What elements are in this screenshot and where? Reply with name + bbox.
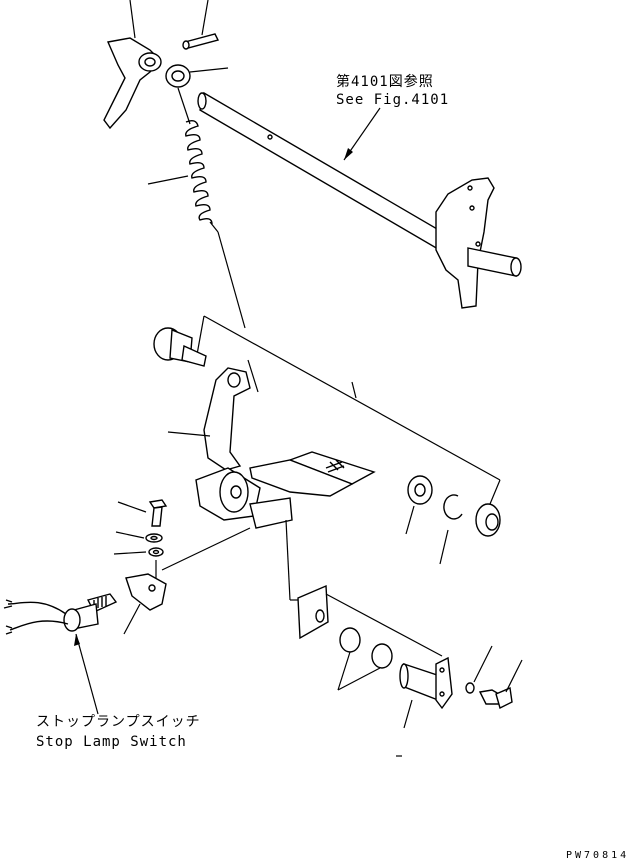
reference-label-jp: 第4101図参照 — [336, 73, 434, 90]
lower-bracket-assembly — [290, 584, 523, 757]
pedal-assembly — [153, 315, 501, 601]
drawing-code: PW70814 — [566, 850, 629, 861]
long-shaft — [197, 91, 522, 309]
stop-lamp-switch-label-en: Stop Lamp Switch — [36, 734, 187, 750]
reference-label-en: See Fig.4101 — [336, 92, 449, 108]
switch-mount-assembly — [3, 499, 251, 715]
upper-lever-assembly — [103, 0, 259, 393]
stop-lamp-switch-label-jp: ストップランプスイッチ — [36, 714, 201, 730]
